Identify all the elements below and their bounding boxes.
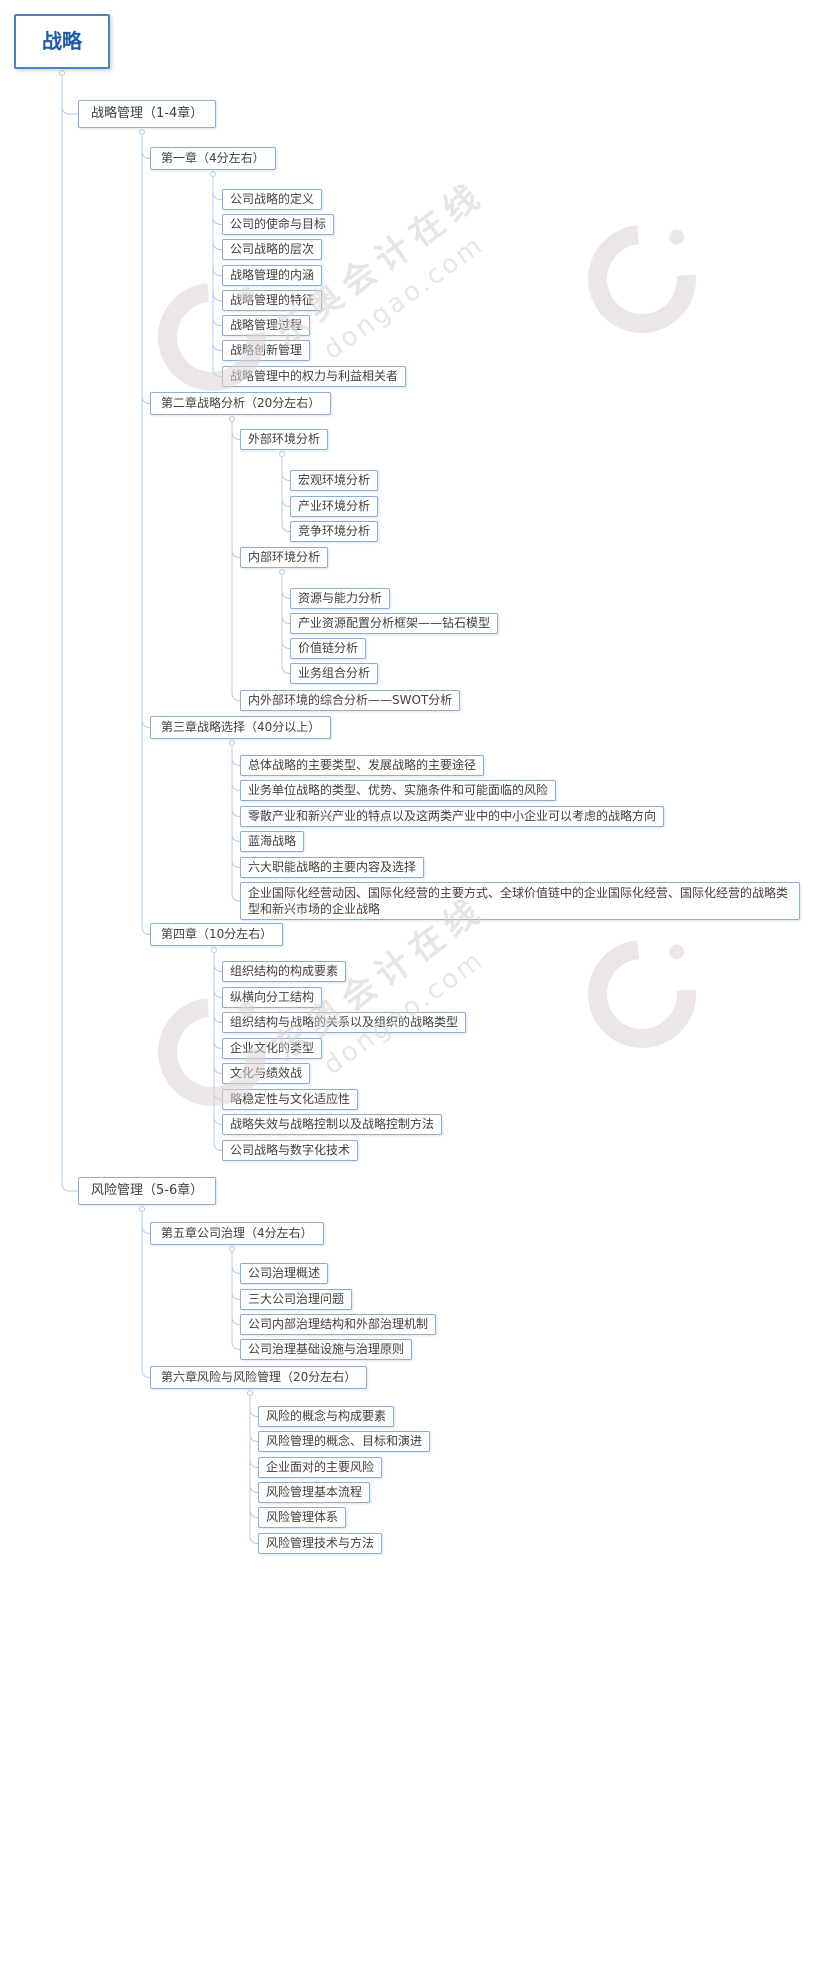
node-topic[interactable]: 六大职能战略的主要内容及选择	[240, 857, 425, 878]
node-topic[interactable]: 战略管理过程	[222, 315, 311, 336]
node-topic[interactable]: 总体战略的主要类型、发展战略的主要途径	[240, 755, 485, 776]
node-topic[interactable]: 纵横向分工结构	[222, 987, 323, 1008]
node-topic[interactable]: 组织结构与战略的关系以及组织的战略类型	[222, 1012, 467, 1033]
node-topic[interactable]: 业务组合分析	[290, 663, 379, 684]
node-swot-analysis[interactable]: 内外部环境的综合分析——SWOT分析	[240, 690, 461, 711]
node-topic[interactable]: 组织结构的构成要素	[222, 961, 347, 982]
node-chapter6[interactable]: 第六章风险与风险管理（20分左右）	[150, 1366, 368, 1389]
node-topic[interactable]: 风险的概念与构成要素	[258, 1406, 395, 1427]
node-topic[interactable]: 文化与绩效战	[222, 1063, 311, 1084]
node-topic[interactable]: 公司内部治理结构和外部治理机制	[240, 1314, 437, 1335]
node-topic[interactable]: 公司战略的定义	[222, 189, 323, 210]
node-external-analysis[interactable]: 外部环境分析	[240, 429, 329, 450]
node-topic[interactable]: 宏观环境分析	[290, 470, 379, 491]
node-root-strategy[interactable]: 战略	[14, 14, 110, 69]
node-chapter3[interactable]: 第三章战略选择（40分以上）	[150, 716, 332, 739]
node-topic[interactable]: 公司的使命与目标	[222, 214, 335, 235]
node-topic[interactable]: 业务单位战略的类型、优势、实施条件和可能面临的风险	[240, 780, 557, 801]
node-topic[interactable]: 略稳定性与文化适应性	[222, 1089, 359, 1110]
node-topic[interactable]: 企业文化的类型	[222, 1038, 323, 1059]
node-topic[interactable]: 企业国际化经营动因、国际化经营的主要方式、全球价值链中的企业国际化经营、国际化经…	[240, 882, 800, 921]
node-branch-risk-management[interactable]: 风险管理（5-6章）	[78, 1177, 217, 1206]
node-topic[interactable]: 战略管理的特征	[222, 290, 323, 311]
node-chapter4[interactable]: 第四章（10分左右）	[150, 923, 284, 946]
node-topic[interactable]: 战略管理中的权力与利益相关者	[222, 366, 407, 387]
node-topic[interactable]: 公司战略的层次	[222, 239, 323, 260]
node-topic[interactable]: 竞争环境分析	[290, 521, 379, 542]
node-topic[interactable]: 三大公司治理问题	[240, 1289, 353, 1310]
node-topic[interactable]: 风险管理体系	[258, 1507, 347, 1528]
node-topic[interactable]: 战略管理的内涵	[222, 265, 323, 286]
node-chapter1[interactable]: 第一章（4分左右）	[150, 147, 276, 170]
node-topic[interactable]: 零散产业和新兴产业的特点以及这两类产业中的中小企业可以考虑的战略方向	[240, 806, 665, 827]
node-branch-strategy-management[interactable]: 战略管理（1-4章）	[78, 100, 217, 129]
node-topic[interactable]: 风险管理的概念、目标和演进	[258, 1431, 431, 1452]
node-topic[interactable]: 蓝海战略	[240, 831, 305, 852]
node-topic[interactable]: 企业面对的主要风险	[258, 1457, 383, 1478]
node-topic[interactable]: 战略创新管理	[222, 340, 311, 361]
node-topic[interactable]: 战略失效与战略控制以及战略控制方法	[222, 1114, 443, 1135]
node-topic[interactable]: 产业环境分析	[290, 496, 379, 517]
node-topic[interactable]: 资源与能力分析	[290, 588, 391, 609]
node-internal-analysis[interactable]: 内部环境分析	[240, 547, 329, 568]
node-chapter5[interactable]: 第五章公司治理（4分左右）	[150, 1222, 324, 1245]
node-topic[interactable]: 风险管理技术与方法	[258, 1533, 383, 1554]
node-chapter2[interactable]: 第二章战略分析（20分左右）	[150, 392, 332, 415]
node-topic[interactable]: 风险管理基本流程	[258, 1482, 371, 1503]
node-topic[interactable]: 公司治理概述	[240, 1263, 329, 1284]
node-topic[interactable]: 产业资源配置分析框架——钻石模型	[290, 613, 499, 634]
node-topic[interactable]: 公司战略与数字化技术	[222, 1140, 359, 1161]
node-topic[interactable]: 公司治理基础设施与治理原则	[240, 1339, 413, 1360]
node-topic[interactable]: 价值链分析	[290, 638, 367, 659]
